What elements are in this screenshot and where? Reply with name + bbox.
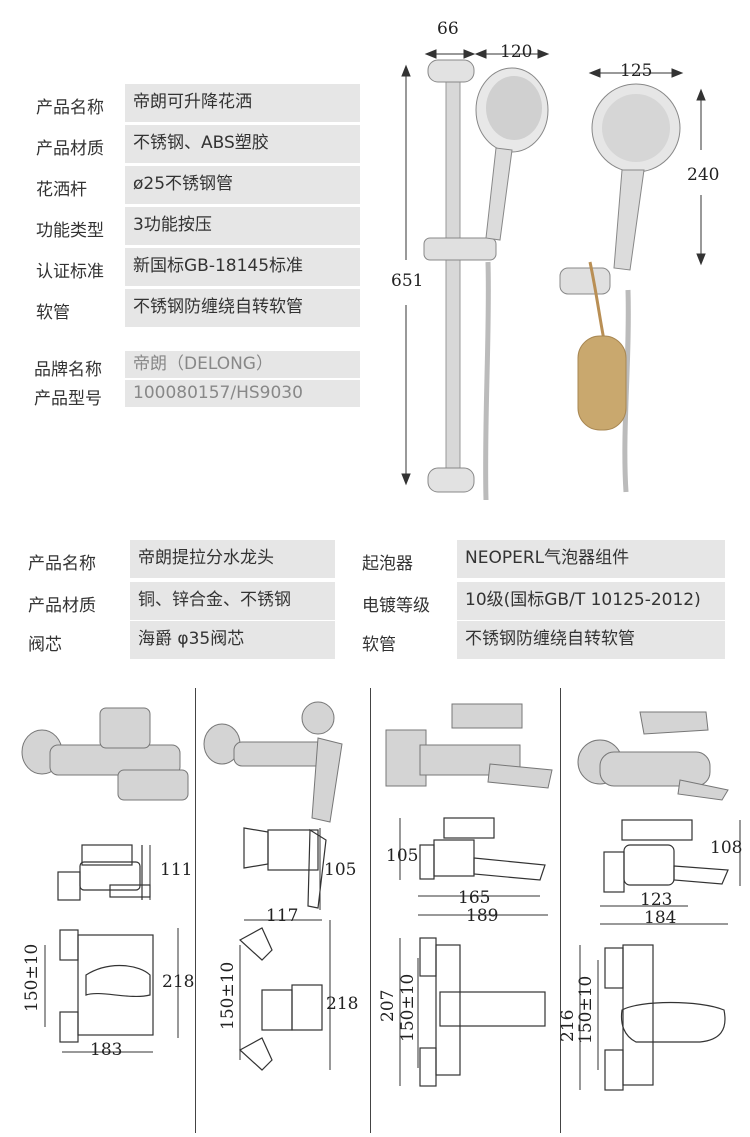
f2-dim-front-h: 218: [326, 994, 359, 1014]
faucet-spec-value: 不锈钢防缠绕自转软管: [457, 621, 725, 659]
spec-value: 帝朗可升降花洒: [125, 84, 360, 122]
faucet-spec-label: 软管: [362, 635, 396, 655]
spec-value: 不锈钢防缠绕自转软管: [125, 289, 360, 327]
spec-value: 不锈钢、ABS塑胶: [125, 125, 360, 163]
faucet-spec-value: 10级(国标GB/T 10125-2012): [457, 582, 725, 620]
f4-dim-side-h: 108: [710, 838, 743, 858]
model-label: 产品型号: [34, 389, 102, 409]
spec-value: 3功能按压: [125, 207, 360, 245]
faucet-spec-label: 产品材质: [28, 596, 96, 616]
f4-dim-side-w1: 123: [640, 890, 673, 910]
column-divider: [195, 688, 196, 1133]
brand-label: 品牌名称: [34, 360, 102, 380]
spec-label: 认证标准: [36, 262, 104, 282]
f3-dim-side-w2: 189: [466, 906, 499, 926]
f3-dim-pitch: 150±10: [398, 973, 418, 1042]
spec-value: ø25不锈钢管: [125, 166, 360, 204]
spec-label: 产品材质: [36, 139, 104, 159]
dim-head-width: 120: [500, 42, 533, 62]
f1-dim-front-w: 183: [90, 1040, 123, 1060]
spec-label: 功能类型: [36, 221, 104, 241]
faucet-spec-label: 电镀等级: [362, 596, 430, 616]
f1-dim-front-h: 218: [162, 972, 195, 992]
column-divider: [560, 688, 561, 1133]
f3-dim-side-w1: 165: [458, 888, 491, 908]
f2-dim-side-h: 105: [324, 860, 357, 880]
f2-dim-front-w: 117: [266, 906, 299, 926]
faucet-spec-label: 阀芯: [28, 635, 62, 655]
f4-dim-pitch: 150±10: [576, 975, 596, 1044]
f4-dim-front-h: 216: [558, 1009, 578, 1042]
brand-value: 帝朗（DELONG）: [125, 351, 360, 378]
spec-value: 新国标GB-18145标准: [125, 248, 360, 286]
faucet-spec-value: NEOPERL气泡器组件: [457, 540, 725, 578]
f1-dim-side-h: 111: [160, 860, 193, 880]
dim-rail-width: 66: [437, 19, 459, 39]
dim-head-height: 240: [687, 165, 720, 185]
dim-rail-height: 651: [391, 271, 424, 291]
faucet-spec-value: 铜、锌合金、不锈钢: [130, 582, 335, 620]
spec-label: 花洒杆: [36, 180, 87, 200]
model-value: 100080157/HS9030: [125, 380, 360, 407]
f3-dim-side-h: 105: [386, 846, 419, 866]
f2-dim-pitch: 150±10: [218, 961, 238, 1030]
faucet-spec-label: 产品名称: [28, 554, 96, 574]
spec-label: 软管: [36, 303, 70, 323]
faucet-spec-value: 海爵 φ35阀芯: [130, 621, 335, 659]
faucet-spec-label: 起泡器: [362, 554, 413, 574]
faucet-spec-value: 帝朗提拉分水龙头: [130, 540, 335, 578]
column-divider: [370, 688, 371, 1133]
dim-head2-width: 125: [620, 61, 653, 81]
spec-label: 产品名称: [36, 98, 104, 118]
f3-dim-front-h: 207: [378, 989, 398, 1022]
f4-dim-side-w2: 184: [644, 908, 677, 928]
f1-dim-pitch: 150±10: [22, 943, 42, 1012]
